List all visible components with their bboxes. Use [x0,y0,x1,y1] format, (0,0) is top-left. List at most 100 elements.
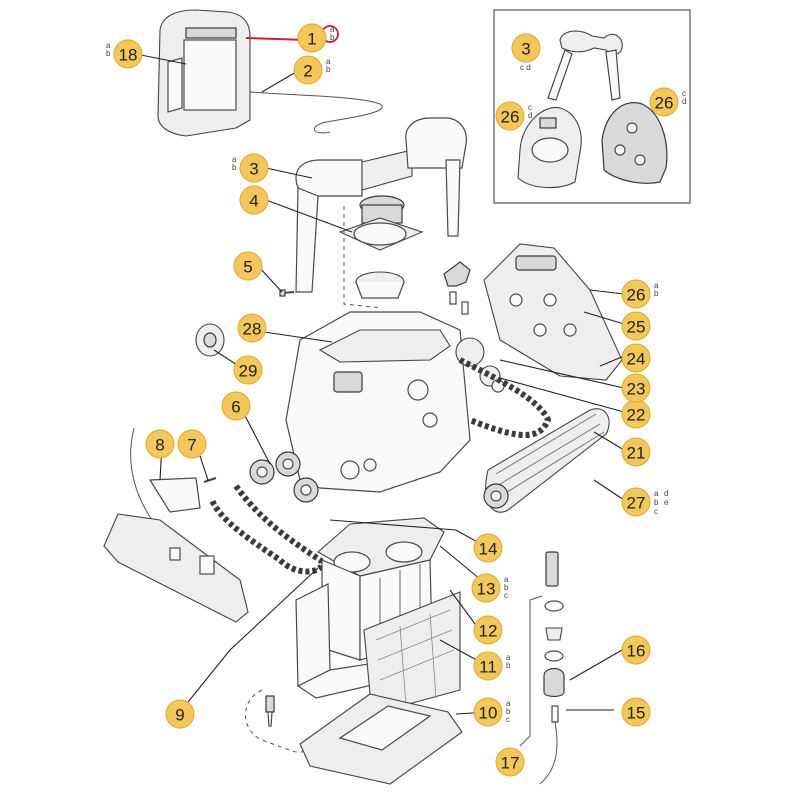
callout-c8: 8 [145,429,175,459]
callout-number: 16 [627,642,646,661]
callout-c17: 17 [495,747,525,777]
callout-c25: 25 [621,311,651,341]
callout-sub-letter: c [504,591,508,600]
callout-number: 18 [119,46,138,65]
callout-circle [621,487,651,517]
filter-tray [299,693,463,785]
clip [443,261,471,315]
callout-sub-letter: a [654,281,659,290]
callout-number: 23 [627,380,646,399]
callout-circle [221,391,251,421]
callout-number: 26 [627,286,646,305]
callout-number: 29 [239,362,258,381]
callout-circle [621,697,651,727]
callout-circle [239,185,269,215]
screwdriver-indicator [245,689,303,753]
callout-number: 8 [155,436,164,455]
callout-sub-letter: b [330,33,335,42]
callout-number: 25 [627,318,646,337]
callout-circle [165,699,195,729]
callout-circle [297,23,327,53]
callout-number: 3 [249,160,258,179]
callout-sub-letter: a [654,489,659,498]
callout-circle [495,101,525,131]
callout-c3-inset: 3c d [511,33,541,72]
callout-circle [471,573,501,603]
callout-sub-letter: d [664,489,668,498]
callout-circle [473,533,503,563]
callout-c15: 15 [621,697,651,727]
callout-sub-letter: a [232,155,237,164]
callout-c3: 3 ab [232,153,269,183]
callout-c6: 6 [221,391,251,421]
callout-sub-letter: c [682,89,686,98]
callout-number: 13 [477,580,496,599]
callout-number: 10 [479,704,498,723]
callout-c9: 9 [165,699,195,729]
callout-c21: 21 [621,437,651,467]
callout-circle [649,87,679,117]
callout-number: 7 [187,436,196,455]
callout-sub-letter: b [504,583,509,592]
track-left [209,484,325,575]
callout-number: 2 [303,62,312,81]
callout-sub-letter: a [506,653,511,662]
callout-sub-letter: b [106,49,111,58]
callout-c16: 16 [621,635,651,665]
callout-c14: 14 [473,533,503,563]
callout-sub-letter: a [504,575,509,584]
callout-number: 21 [627,444,646,463]
screw-7 [203,477,217,483]
callout-c22: 22 [621,399,651,429]
cable-and-plate [103,427,249,623]
callout-c10: 10 abc [473,697,511,727]
callout-c7: 7 [177,429,207,459]
callout-circle [495,747,525,777]
callout-circle [621,343,651,373]
callout-number: 5 [243,258,252,277]
callout-sub-letter: c [506,715,510,724]
callout-number: 6 [231,398,240,417]
callout-sub-letter: b [506,707,511,716]
track-right [458,357,552,438]
pulley-set [249,451,319,503]
callout-sub-letter: a [506,699,511,708]
brush-roller [483,408,610,513]
callout-circle [473,651,503,681]
callout-circle [113,39,143,69]
callout-c12: 12 [473,615,503,645]
callout-c28: 28 [237,313,267,343]
callout-number: 1 [307,30,316,49]
inset-frame [493,9,691,204]
filter-panel [363,591,461,715]
screw [279,289,295,297]
power-supply [157,9,383,137]
seal [195,323,225,357]
handle [295,117,467,293]
callout-sub-letter: c d [520,63,531,72]
callout-c24: 24 [621,343,651,373]
callout-sub-letter: c [654,507,658,516]
callout-c1: 1 ab [297,23,335,53]
callout-circle [511,33,541,63]
callout-number: 26 [501,108,520,127]
callout-sub-letter: d [682,97,686,106]
callout-sub-letter: b [506,661,511,670]
callout-number: 9 [175,706,184,725]
callout-sub-letter: b [326,65,331,74]
callout-circle [237,313,267,343]
callout-circle [293,55,323,85]
callout-sub-letter: b [232,163,237,172]
callout-sub-letter: c [528,103,532,112]
callout-number: 15 [627,704,646,723]
callout-number: 17 [501,754,520,773]
inset-handle [547,30,623,101]
callout-sub-letter: a [330,25,335,34]
